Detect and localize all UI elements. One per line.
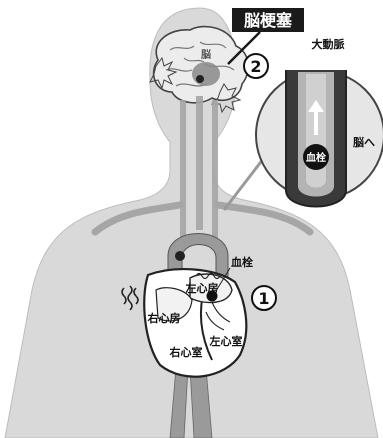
label-brain: 脳 [201,49,211,61]
step-1-text: 1 [258,289,269,308]
step-2-marker: 2 [244,54,268,78]
label-thrombus-heart: 血栓 [231,255,253,269]
step-1-marker: 1 [252,286,276,310]
neck-arteries [180,96,218,250]
step-2-text: 2 [250,57,261,76]
label-right-atrium: 右心房 [147,311,181,325]
embolus-arch [175,251,185,261]
label-left-atrium: 左心房 [185,281,219,295]
label-left-ventricle: 左心室 [209,334,243,348]
label-aorta: 大動脈 [312,37,345,51]
label-to-brain: 脳へ [353,136,375,149]
label-thrombus-inset: 血栓 [306,151,326,164]
label-right-ventricle: 右心室 [169,345,203,359]
title-text: 脳梗塞 [244,11,293,30]
